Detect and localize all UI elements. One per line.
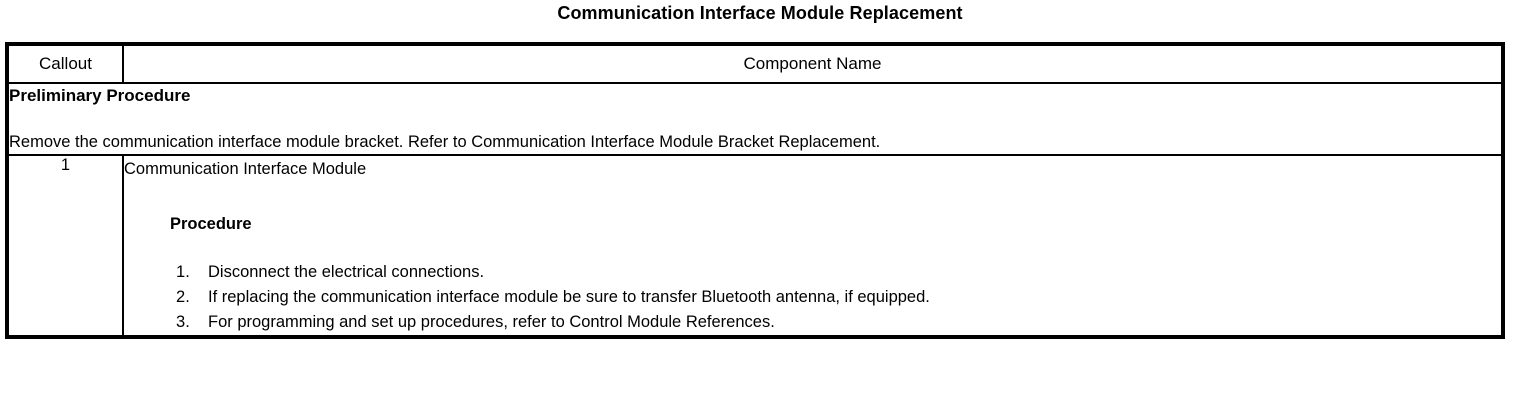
column-header-component-name: Component Name <box>122 43 1504 84</box>
procedure-heading: Procedure <box>170 215 252 233</box>
table-row: 1 Communication Interface Module Procedu… <box>6 154 1504 338</box>
callout-number: 1 <box>6 154 124 338</box>
procedure-step-list: Disconnect the electrical connections. I… <box>124 260 1501 335</box>
component-detail-cell: Communication Interface Module Procedure… <box>122 154 1504 338</box>
preliminary-procedure-cell: Preliminary Procedure Remove the communi… <box>6 82 1504 156</box>
preliminary-procedure-text: Remove the communication interface modul… <box>9 133 881 151</box>
preliminary-procedure-heading: Preliminary Procedure <box>9 86 191 105</box>
table-header-row: Callout Component Name <box>6 43 1504 84</box>
preliminary-procedure-row: Preliminary Procedure Remove the communi… <box>6 82 1504 156</box>
list-item: If replacing the communication interface… <box>176 285 930 310</box>
component-name-text: Communication Interface Module <box>124 160 367 178</box>
list-item: For programming and set up procedures, r… <box>176 310 775 335</box>
list-item: Disconnect the electrical connections. <box>176 260 485 285</box>
page-title: Communication Interface Module Replaceme… <box>557 3 963 23</box>
column-header-callout: Callout <box>6 43 124 84</box>
replacement-procedure-table: Callout Component Name Preliminary Proce… <box>5 42 1505 339</box>
